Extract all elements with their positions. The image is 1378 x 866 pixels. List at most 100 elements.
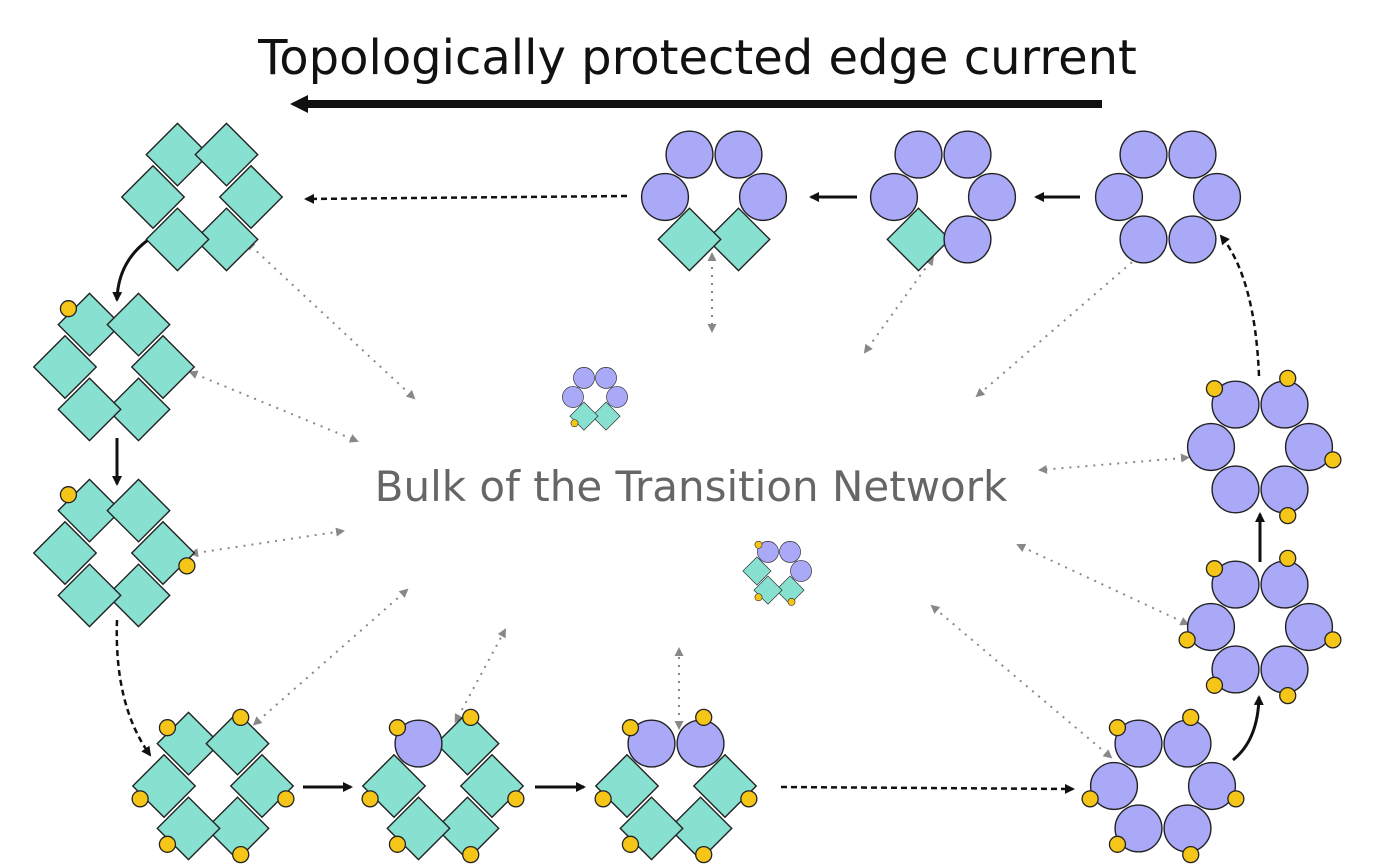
bulk-connection xyxy=(1016,543,1190,626)
transition-arrow xyxy=(115,619,152,757)
circle-unit xyxy=(1192,172,1242,222)
circle-unit xyxy=(869,172,919,222)
circle-unit xyxy=(1211,645,1260,694)
ligand-marker xyxy=(1182,845,1200,864)
cluster-bulk-2 xyxy=(742,540,812,606)
circle-unit xyxy=(627,719,676,768)
square-unit xyxy=(591,401,621,431)
circle-unit xyxy=(573,367,595,389)
ligand-marker xyxy=(1108,719,1127,737)
ligand-marker xyxy=(507,790,525,808)
ligand-marker xyxy=(1081,790,1099,808)
circle-unit xyxy=(595,367,617,389)
circle-unit xyxy=(1211,560,1260,609)
circle-unit xyxy=(1094,172,1144,222)
square-unit xyxy=(145,207,210,272)
square-unit xyxy=(361,753,427,819)
circle-unit xyxy=(1284,422,1334,472)
square-unit xyxy=(657,207,722,272)
ligand-marker xyxy=(754,593,763,602)
circle-unit xyxy=(562,386,584,408)
ligand-marker xyxy=(1108,835,1127,853)
square-unit xyxy=(106,292,171,357)
square-unit xyxy=(742,556,772,586)
ligand-marker xyxy=(695,708,713,727)
bulk-connection xyxy=(245,241,416,400)
ligand-marker xyxy=(1324,451,1342,469)
transition-arrow xyxy=(304,193,628,204)
bulk-connection xyxy=(252,588,409,726)
cluster-top-2 xyxy=(869,130,1017,272)
circle-unit xyxy=(1260,560,1309,609)
ligand-marker xyxy=(1205,560,1224,578)
circle-unit xyxy=(943,130,992,179)
square-unit xyxy=(57,563,122,628)
square-unit xyxy=(886,207,951,272)
square-unit xyxy=(106,478,171,543)
cluster-bulk-1 xyxy=(562,367,628,431)
ligand-marker xyxy=(277,790,295,808)
circle-unit xyxy=(738,172,788,222)
cluster-bottom-2 xyxy=(361,708,525,864)
square-unit xyxy=(435,711,500,776)
ligand-marker xyxy=(361,790,379,808)
transition-arrow xyxy=(1219,234,1261,377)
square-unit xyxy=(106,563,171,628)
ligand-marker xyxy=(462,845,480,864)
cluster-bottom-1 xyxy=(131,708,295,864)
square-unit xyxy=(194,122,259,187)
circle-unit xyxy=(779,541,801,563)
circle-unit xyxy=(1186,602,1236,652)
cluster-left-2 xyxy=(32,292,196,442)
ligand-marker xyxy=(232,708,250,727)
ligand-marker xyxy=(1205,676,1224,694)
ligand-marker xyxy=(621,719,640,737)
circle-unit xyxy=(1187,761,1237,811)
bulk-connection xyxy=(189,527,345,558)
circle-unit xyxy=(394,719,443,768)
circle-unit xyxy=(1211,465,1260,514)
ligand-marker xyxy=(1178,631,1196,649)
circle-unit xyxy=(1168,130,1217,179)
square-unit xyxy=(775,575,805,605)
square-unit xyxy=(706,207,771,272)
circle-unit xyxy=(640,172,690,222)
bulk-connection xyxy=(930,604,1113,759)
square-unit xyxy=(692,753,758,819)
circle-unit xyxy=(790,560,812,582)
circle-unit xyxy=(1119,130,1168,179)
square-unit xyxy=(229,753,295,819)
bulk-connection xyxy=(1038,453,1190,474)
ligand-marker xyxy=(787,597,796,606)
circle-unit xyxy=(676,719,725,768)
square-unit xyxy=(32,334,98,400)
ligand-marker xyxy=(695,845,713,864)
square-unit xyxy=(218,164,284,230)
square-unit xyxy=(130,334,196,400)
cluster-left-3 xyxy=(32,478,196,628)
bulk-label: Bulk of the Transition Network xyxy=(374,462,1008,511)
ligand-marker xyxy=(388,835,407,853)
square-unit xyxy=(106,377,171,442)
circle-unit xyxy=(1211,380,1260,429)
cluster-tl-squares xyxy=(120,122,284,272)
ligand-marker xyxy=(1279,506,1297,525)
circle-unit xyxy=(1163,804,1212,853)
ligand-marker xyxy=(462,708,480,727)
ligand-marker xyxy=(621,835,640,853)
ligand-marker xyxy=(1205,380,1224,398)
circle-unit xyxy=(894,130,943,179)
bulk-connection xyxy=(863,256,935,354)
ligand-marker xyxy=(59,486,78,504)
square-unit xyxy=(668,796,733,861)
circle-unit xyxy=(714,130,763,179)
ligand-marker xyxy=(594,790,612,808)
circle-unit xyxy=(1089,761,1139,811)
circle-unit xyxy=(1119,215,1168,264)
square-unit xyxy=(205,796,270,861)
circle-unit xyxy=(606,386,628,408)
transition-arrow xyxy=(112,238,149,302)
ligand-marker xyxy=(158,835,177,853)
square-unit xyxy=(32,520,98,586)
